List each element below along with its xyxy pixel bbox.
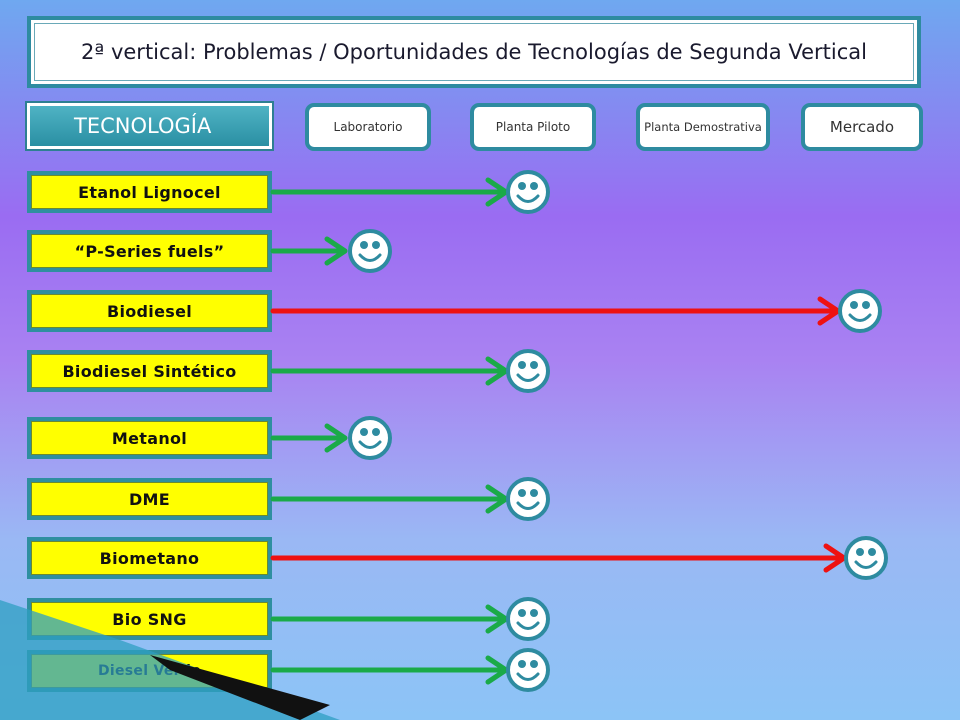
smiley-face [506,170,550,214]
progress-arrow [270,356,509,386]
smiley-face [844,536,888,580]
smiley-eye [530,182,538,190]
smiley-eye [862,301,870,309]
smiley-eye [360,241,368,249]
progress-arrow [270,543,847,573]
smiley-mouth [358,253,382,262]
smiley-icon [506,597,550,641]
stage-laboratorio: Laboratorio [305,103,431,151]
smiley-eye [360,428,368,436]
smiley-icon [506,170,550,214]
smiley-face [348,229,392,273]
page-title: 2ª vertical: Problemas / Oportunidades d… [81,40,867,64]
arrow-head [324,236,348,266]
tech-p-series-fuels: “P-Series fuels” [27,230,272,272]
smiley-mouth [516,373,540,382]
smiley-face [506,349,550,393]
smiley-icon [506,648,550,692]
swoosh-dark [150,655,330,720]
progress-arrow [270,236,348,266]
smiley-eye [530,489,538,497]
smiley-icon [348,229,392,273]
smiley-eye [518,361,526,369]
smiley-eye [868,548,876,556]
smiley-icon [838,289,882,333]
tech-label: Biometano [31,541,268,575]
smiley-mouth [358,440,382,449]
smiley-icon [844,536,888,580]
smiley-mouth [516,672,540,681]
tech-label: Biodiesel [31,294,268,328]
smiley-face [506,648,550,692]
smiley-face [348,416,392,460]
tech-label: Metanol [31,421,268,455]
smiley-eye [530,361,538,369]
stage-planta-piloto: Planta Piloto [470,103,596,151]
smiley-eye [850,301,858,309]
title-box: 2ª vertical: Problemas / Oportunidades d… [27,16,921,88]
progress-arrow [270,423,348,453]
stage-planta-demostrativa: Planta Demostrativa [636,103,770,151]
smiley-eye [530,609,538,617]
tech-biodiesel-sintetico: Biodiesel Sintético [27,350,272,392]
smiley-mouth [516,621,540,630]
tech-label: DME [31,482,268,516]
progress-arrow [270,484,509,514]
tech-biometano: Biometano [27,537,272,579]
smiley-mouth [516,501,540,510]
tech-etanol-lignocel: Etanol Lignocel [27,171,272,213]
progress-arrow [270,604,509,634]
smiley-eye [518,609,526,617]
smiley-eye [518,489,526,497]
smiley-mouth [848,313,872,322]
smiley-mouth [854,560,878,569]
stage-mercado: Mercado [801,103,923,151]
tech-label: Bio SNG [31,602,268,636]
smiley-eye [518,660,526,668]
smiley-mouth [516,194,540,203]
tech-label: Biodiesel Sintético [31,354,268,388]
technology-header: TECNOLOGÍA [27,103,272,149]
smiley-eye [372,241,380,249]
progress-arrow [270,177,509,207]
smiley-icon [348,416,392,460]
tech-bio-sng: Bio SNG [27,598,272,640]
smiley-face [838,289,882,333]
progress-arrow [270,655,509,685]
smiley-eye [372,428,380,436]
smiley-eye [856,548,864,556]
tech-dme: DME [27,478,272,520]
smiley-icon [506,349,550,393]
arrow-head [324,423,348,453]
corner-swoosh [0,600,340,720]
smiley-face [506,597,550,641]
tech-biodiesel: Biodiesel [27,290,272,332]
smiley-eye [530,660,538,668]
tech-label: “P-Series fuels” [31,234,268,268]
smiley-eye [518,182,526,190]
smiley-icon [506,477,550,521]
tech-label: Etanol Lignocel [31,175,268,209]
smiley-face [506,477,550,521]
title-inner-border [34,23,914,81]
tech-metanol: Metanol [27,417,272,459]
progress-arrow [270,296,841,326]
